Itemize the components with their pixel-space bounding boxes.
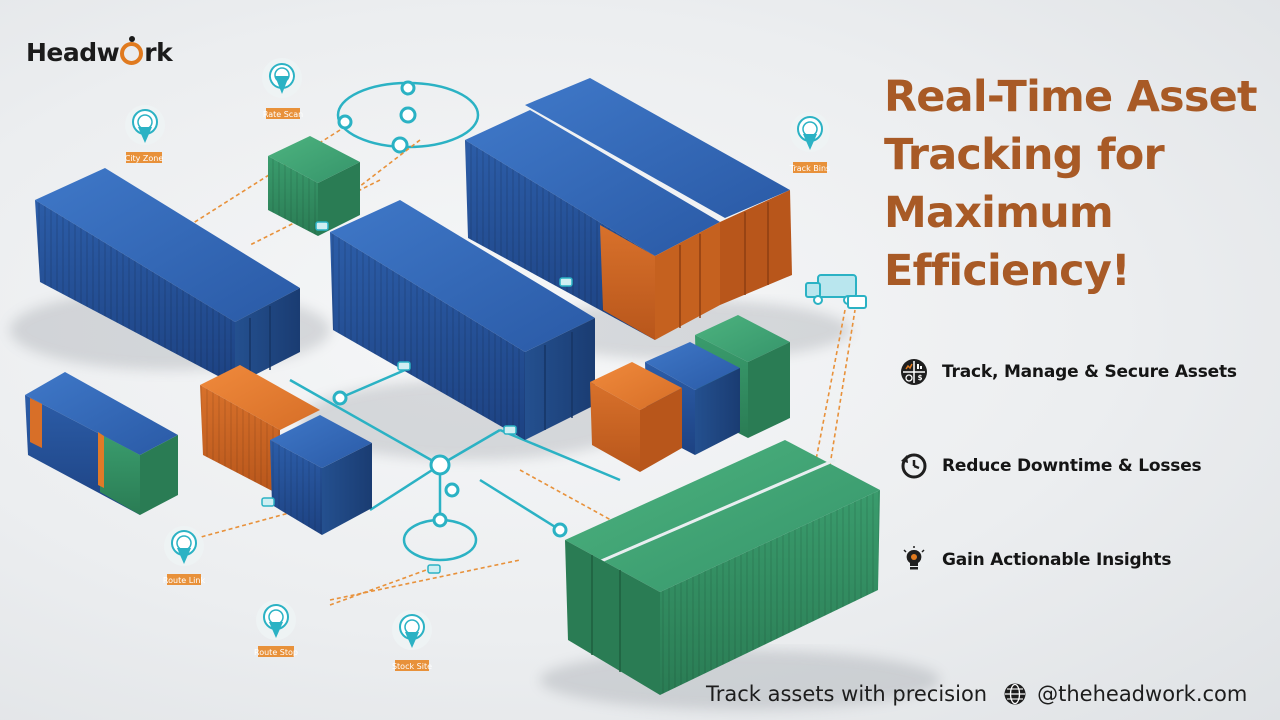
headline-line: Efficiency! — [884, 246, 1131, 296]
headline-line: Tracking for — [884, 130, 1165, 180]
logo-w-glyph: w — [96, 38, 120, 67]
feature-item-track: $ Track, Manage & Secure Assets — [898, 356, 1237, 388]
pin-label: City Zone — [125, 154, 164, 163]
footer-tagline: Track assets with precision — [706, 682, 988, 706]
logo-ring-icon — [120, 36, 144, 65]
feature-item-downtime: Reduce Downtime & Losses — [898, 450, 1202, 482]
sensor-tag-icon — [261, 221, 573, 574]
headline: Real-Time Asset Tracking for Maximum Eff… — [884, 68, 1274, 300]
feature-label: Track, Manage & Secure Assets — [942, 362, 1237, 382]
map-pin-icon — [262, 58, 302, 98]
container-green-large — [565, 440, 880, 695]
feature-item-insights: Gain Actionable Insights — [898, 544, 1171, 576]
pin-label: Rate Scan — [263, 110, 303, 119]
pin-label: Track Bins — [789, 164, 830, 173]
clock-refresh-icon — [898, 450, 930, 482]
feature-label: Gain Actionable Insights — [942, 550, 1172, 570]
location-pins: Rate Scan City Zone Track Bins Route Lin… — [125, 58, 830, 671]
pin-label: Route Stop — [254, 648, 298, 657]
container-blue-small-left — [25, 372, 178, 515]
map-pin-icon — [256, 600, 296, 640]
footer-website-link[interactable]: @theheadwork.com — [1037, 682, 1248, 706]
truck-tracker-icon — [805, 274, 867, 309]
svg-text:$: $ — [918, 374, 923, 382]
insight-lightbulb-icon — [898, 544, 930, 576]
headline-line: Real-Time Asset — [884, 72, 1258, 122]
map-pin-icon — [125, 105, 165, 145]
pin-label: Stock Site — [392, 662, 432, 671]
container-blue-top-right — [465, 78, 792, 340]
logo-text-suffix: rk — [144, 38, 173, 67]
network-nodes — [332, 80, 568, 538]
headline-line: Maximum — [884, 188, 1114, 238]
map-pin-icon — [392, 610, 432, 650]
map-pin-icon — [790, 112, 830, 152]
container-blue-mid-small — [270, 415, 372, 535]
container-blue-center — [330, 200, 595, 440]
headwork-logo: Head w rk — [26, 36, 173, 67]
container-blue-left — [35, 168, 300, 385]
container-orange-mid — [200, 365, 320, 495]
pin-label: Route Link — [163, 576, 206, 585]
feature-label: Reduce Downtime & Losses — [942, 456, 1202, 476]
analytics-icon: $ — [898, 356, 930, 388]
container-cluster-right — [590, 315, 790, 472]
globe-icon — [1003, 682, 1027, 706]
container-green-top — [268, 136, 360, 236]
map-pin-icon — [164, 526, 204, 566]
footer: Track assets with precision @theheadwork… — [706, 682, 1247, 706]
logo-text-prefix: Head — [26, 38, 97, 67]
